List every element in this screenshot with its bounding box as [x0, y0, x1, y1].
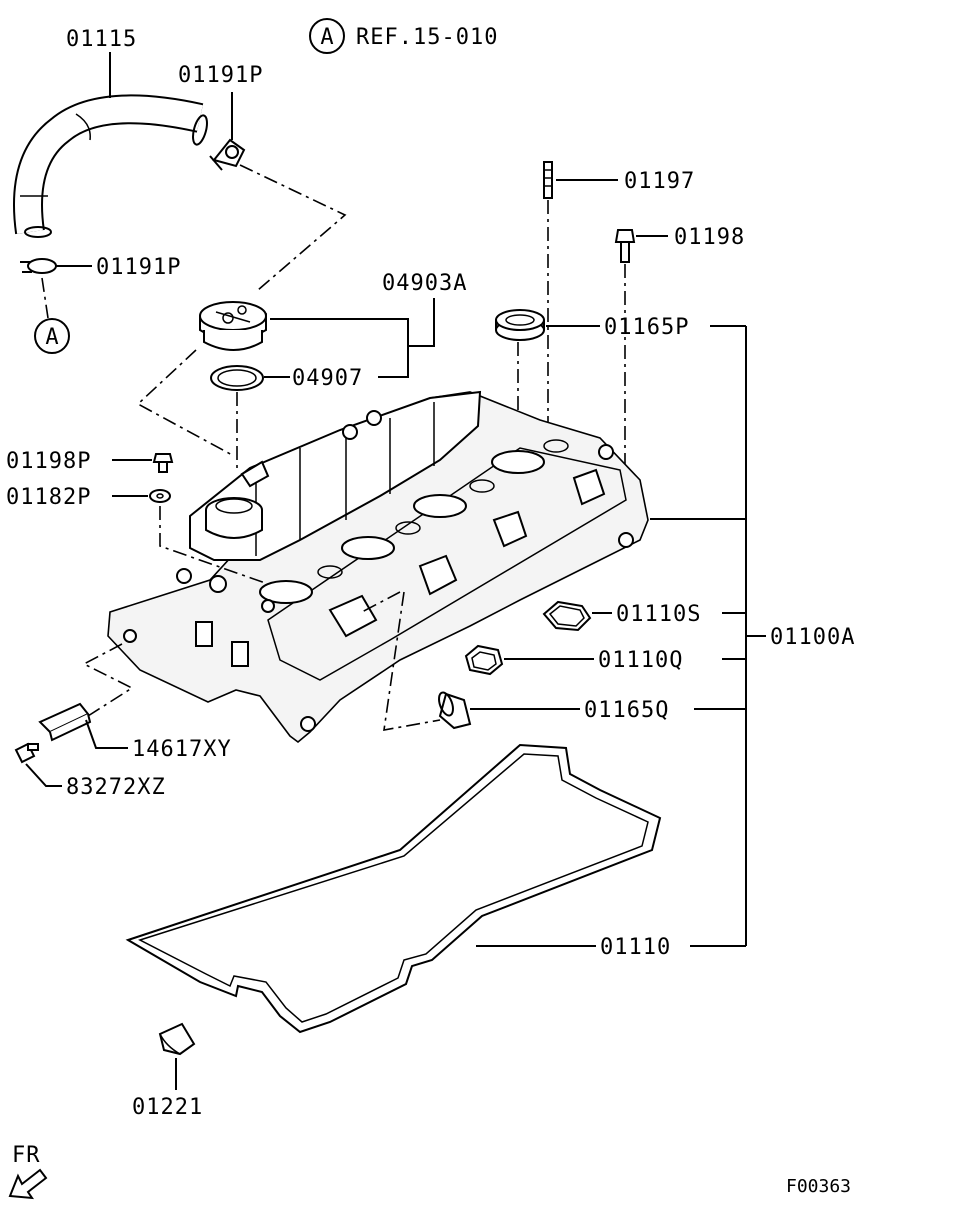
- reference-callout: A REF.15-010: [309, 18, 498, 54]
- label-01198p: 01198P: [6, 449, 91, 474]
- label-01191p-lower: 01191P: [96, 255, 181, 280]
- label-01110: 01110: [600, 935, 671, 960]
- cap-gasket: [210, 365, 264, 391]
- label-01182p: 01182P: [6, 485, 91, 510]
- label-01221: 01221: [132, 1095, 203, 1120]
- label-01165p: 01165P: [604, 315, 689, 340]
- rocker-cover-gasket: [125, 743, 662, 1034]
- arrow-icon: [8, 1168, 48, 1200]
- rocker-cover: [107, 390, 649, 744]
- hose-clamp-lower: [20, 258, 57, 274]
- stud-bolt: [543, 161, 553, 199]
- front-direction-indicator: FR: [8, 1143, 48, 1200]
- cover-bolt: [614, 229, 636, 263]
- gasket-01110s: [542, 600, 592, 632]
- direction-label: FR: [12, 1143, 41, 1168]
- ref-circle: [309, 18, 345, 54]
- seal-01165q: [438, 691, 472, 730]
- label-83272xz: 83272XZ: [66, 775, 166, 800]
- bolt-01198p: [152, 453, 174, 473]
- leader-83272xz: [25, 763, 62, 787]
- label-01197: 01197: [624, 169, 695, 194]
- bracket-01100a: [650, 325, 766, 947]
- label-01198: 01198: [674, 225, 745, 250]
- label-14617xy: 14617XY: [132, 737, 232, 762]
- figure-code: F00363: [786, 1176, 851, 1197]
- label-04903a: 04903A: [382, 271, 467, 296]
- marker-a-circle: [34, 318, 70, 354]
- spark-plug-seal: [495, 309, 545, 341]
- bolt-83272xz: [14, 742, 39, 764]
- label-01191p-upper: 01191P: [178, 63, 263, 88]
- hose-clamp-upper: [209, 138, 246, 171]
- label-01110q: 01110Q: [598, 648, 683, 673]
- leader-04903a: [270, 298, 435, 347]
- label-04907: 04907: [292, 366, 363, 391]
- ref-text: REF.15-010: [356, 25, 498, 50]
- bracket-14617xy: [38, 702, 92, 742]
- label-01100a: 01100A: [770, 625, 855, 650]
- washer-01182p: [149, 489, 171, 503]
- label-01110s: 01110S: [616, 602, 701, 627]
- half-moon-seal: [158, 1022, 196, 1056]
- breather-hose: [13, 94, 208, 238]
- ref-marker: A: [320, 25, 333, 50]
- oil-filler-cap: [199, 301, 267, 351]
- label-01165q: 01165Q: [584, 698, 669, 723]
- label-01115: 01115: [66, 27, 137, 52]
- gasket-01110q: [464, 644, 504, 676]
- marker-a: A: [45, 325, 58, 350]
- leader-14617xy: [85, 719, 128, 749]
